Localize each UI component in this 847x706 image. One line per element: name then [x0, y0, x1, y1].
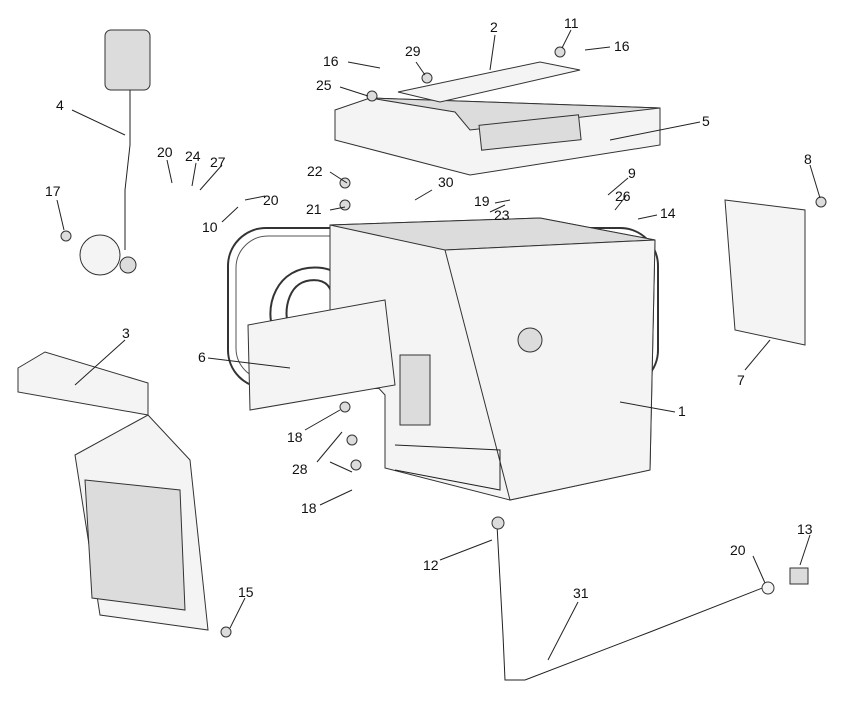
- leader-lines: [56, 29, 821, 661]
- callout-3: 3: [122, 325, 130, 341]
- callout-15: 15: [238, 584, 254, 600]
- back-plate: [724, 199, 806, 346]
- main-housing: [329, 217, 656, 501]
- callout-1: 1: [678, 403, 686, 419]
- control-lever: [79, 29, 151, 276]
- callout-23: 23: [494, 207, 510, 223]
- callout-26: 26: [615, 188, 631, 204]
- callout-22: 22: [307, 163, 323, 179]
- callout-25: 25: [316, 77, 332, 93]
- callout-7: 7: [737, 372, 745, 388]
- fasteners: [60, 46, 827, 638]
- callout-27: 27: [210, 154, 226, 170]
- callout-16a: 16: [323, 53, 339, 69]
- callout-12: 12: [423, 557, 439, 573]
- top-plate: [397, 61, 581, 103]
- callout-13: 13: [797, 521, 813, 537]
- callout-9: 9: [628, 165, 636, 181]
- callout-29: 29: [405, 43, 421, 59]
- callout-19: 19: [474, 193, 490, 209]
- callout-labels: 1 2 3 4 5 6 7 8 9 10 11 12 13 14 15 16 1…: [45, 15, 813, 601]
- side-panel: [247, 299, 396, 411]
- callout-31: 31: [573, 585, 589, 601]
- callout-30: 30: [438, 174, 454, 190]
- callout-20c: 20: [730, 542, 746, 558]
- callout-8: 8: [804, 151, 812, 167]
- callout-16b: 16: [614, 38, 630, 54]
- callout-14: 14: [660, 205, 676, 221]
- callout-17: 17: [45, 183, 61, 199]
- callout-11: 11: [564, 15, 579, 31]
- callout-20b: 20: [263, 192, 279, 208]
- callout-24: 24: [185, 148, 201, 164]
- front-cover: [17, 351, 209, 631]
- top-cover: [334, 97, 661, 176]
- control-cable: [496, 524, 809, 681]
- callout-28: 28: [292, 461, 308, 477]
- callout-21: 21: [306, 201, 322, 217]
- callout-10: 10: [202, 219, 218, 235]
- callout-4: 4: [56, 97, 64, 113]
- callout-2: 2: [490, 19, 498, 35]
- callout-18b: 18: [301, 500, 317, 516]
- callout-18a: 18: [287, 429, 303, 445]
- callout-20a: 20: [157, 144, 173, 160]
- callout-6: 6: [198, 349, 206, 365]
- callout-5: 5: [702, 113, 710, 129]
